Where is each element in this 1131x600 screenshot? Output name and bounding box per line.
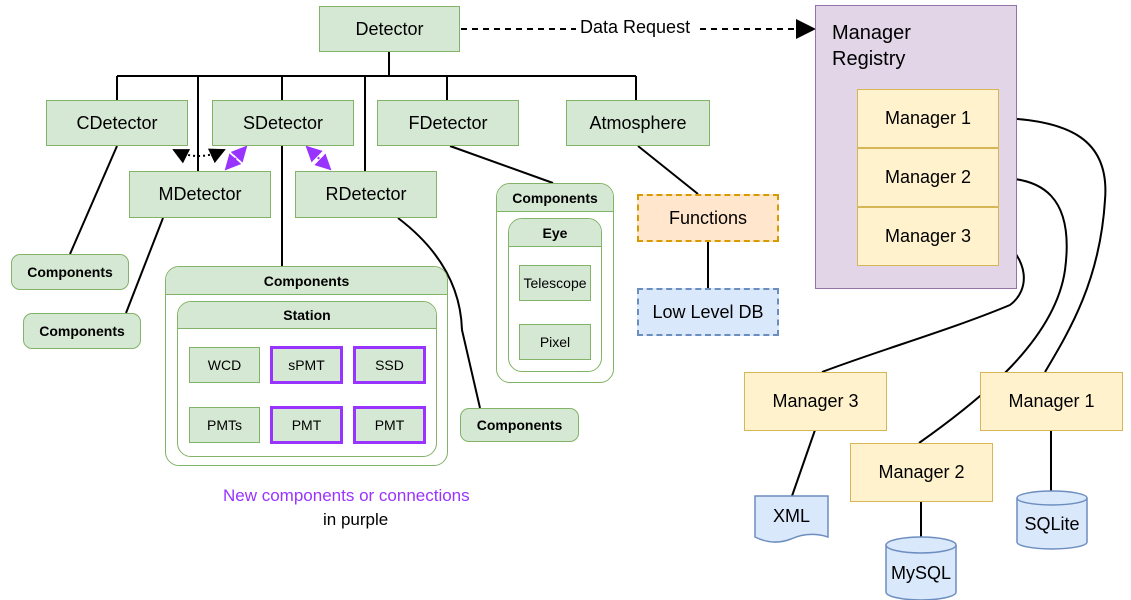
cdetector-components[interactable]: Components [11,254,129,290]
pmts-node[interactable]: PMTs [189,407,260,443]
output-manager-1[interactable]: Manager 1 [980,372,1123,431]
ssd-node[interactable]: SSD [353,346,426,384]
ssd-pmt-node[interactable]: PMT [353,406,426,444]
sdetector-components-title: Components [166,267,447,295]
detector-node[interactable]: Detector [319,6,460,52]
rdetector-components[interactable]: Components [460,408,579,442]
data-request-label: Data Request [576,17,695,38]
legend-line-1: New components or connections [223,486,470,505]
sqlite-label: SQLite [1024,513,1080,534]
wcd-node[interactable]: WCD [189,347,260,383]
spmt-pmt-node[interactable]: PMT [270,406,343,444]
sdetector-node[interactable]: SDetector [212,100,354,146]
mysql-label: MySQL [890,562,951,583]
pixel-node[interactable]: Pixel [519,324,591,360]
manager-registry-title: Manager Registry [832,22,911,70]
mdetector-components[interactable]: Components [23,313,141,349]
registry-manager-1[interactable]: Manager 1 [857,89,999,148]
sdetector-rdetector-link [305,145,332,171]
output-manager-3[interactable]: Manager 3 [744,372,887,431]
telescope-node[interactable]: Telescope [519,265,591,301]
mdetector-node[interactable]: MDetector [129,171,271,218]
sqlite-cylinder [1016,490,1088,550]
spmt-node[interactable]: sPMT [270,346,343,384]
eye-title: Eye [509,219,601,247]
cdetector-node[interactable]: CDetector [46,100,188,146]
fdetector-node[interactable]: FDetector [377,100,519,146]
low-level-db-node[interactable]: Low Level DB [637,288,779,336]
output-manager-2[interactable]: Manager 2 [850,443,993,502]
xml-document-shape [754,495,829,543]
registry-manager-2[interactable]: Manager 2 [857,148,999,207]
functions-node[interactable]: Functions [637,194,779,242]
xml-label: XML [772,505,810,526]
sdetector-mdetector-link [224,145,248,171]
mysql-cylinder [885,536,957,600]
station-title: Station [178,302,436,329]
registry-manager-3[interactable]: Manager 3 [857,207,999,266]
atmosphere-node[interactable]: Atmosphere [566,100,710,146]
cdetector-sdetector-link [172,148,226,164]
legend-line-2: in purple [323,510,389,529]
rdetector-node[interactable]: RDetector [295,171,437,218]
fdetector-components-title: Components [497,184,613,212]
